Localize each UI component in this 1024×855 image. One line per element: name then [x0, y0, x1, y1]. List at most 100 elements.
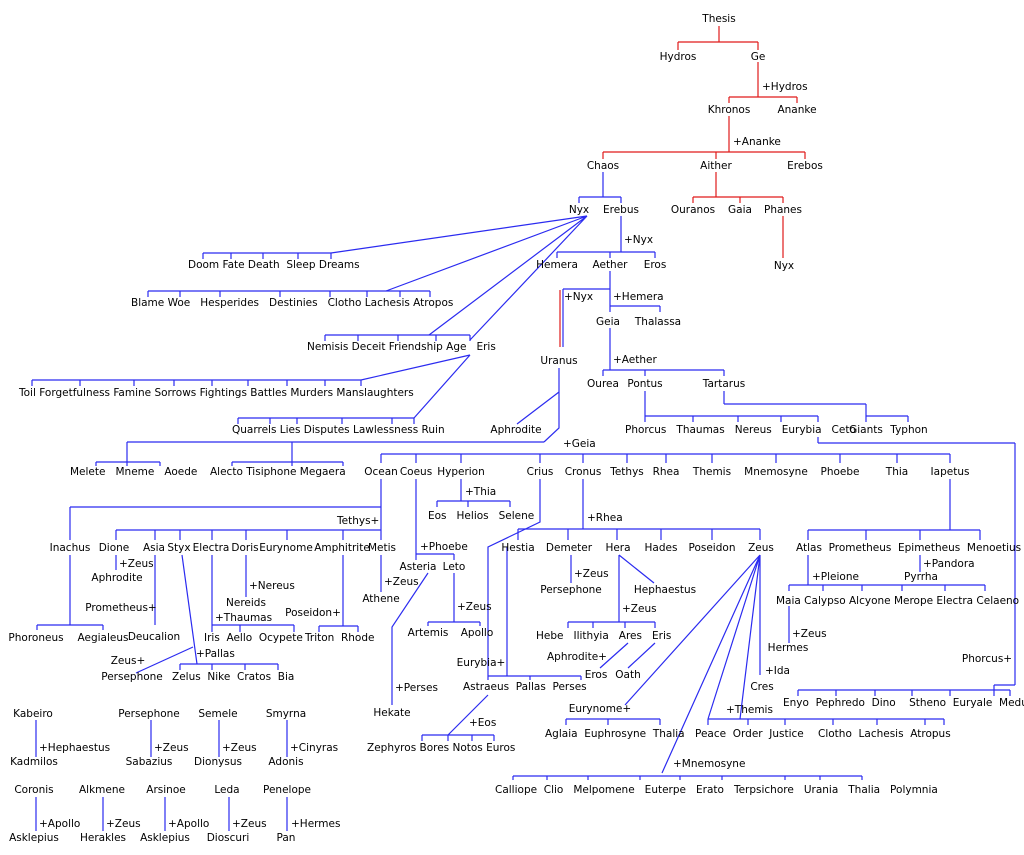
group-triton: Triton Rhode: [304, 632, 374, 644]
union-nyx-2: +Nyx: [564, 291, 593, 303]
union-eurynome: Eurynome+: [569, 703, 631, 715]
node-ge: Ge: [751, 51, 766, 63]
node-oath: Oath: [615, 669, 640, 681]
group-doom: Doom Fate Death Sleep Dreams: [188, 259, 360, 271]
node-ananke: Ananke: [777, 104, 816, 116]
group-toil: Toil Forgetfulness Famine Sorrows Fighti…: [18, 387, 414, 399]
group-pontus-children: Phorcus Thaumas Nereus Eurybia Ceto: [625, 424, 856, 436]
node-mnemosyne: Mnemosyne: [744, 466, 808, 478]
group-quarrels: Quarrels Lies Disputes Lawlessness Ruin: [232, 424, 445, 436]
node-inachus: Inachus: [50, 542, 91, 554]
node-metis: Metis: [368, 542, 396, 554]
union-zeus-dione: +Zeus: [119, 558, 154, 570]
group-winds: Zephyros Bores Notos Euros: [367, 742, 515, 754]
union-cinyras: +Cinyras: [290, 742, 338, 754]
node-pyrrha: Pyrrha: [904, 571, 938, 583]
group-blame: Blame Woe Hesperides Destinies Clotho La…: [131, 297, 453, 309]
node-asklepius-1: Asklepius: [9, 832, 59, 844]
union-ida: +Ida: [765, 665, 790, 677]
node-aither: Aither: [700, 160, 732, 172]
node-semele: Semele: [198, 708, 237, 720]
group-graces: Aglaia Euphrosyne Thalia: [545, 728, 685, 740]
node-persephone-2: Persephone: [540, 584, 602, 596]
node-dionysus: Dionysus: [194, 756, 242, 768]
primordial-labels: Thesis Hydros Ge +Hydros Khronos Ananke …: [587, 13, 823, 272]
union-hermes: +Hermes: [291, 818, 340, 830]
union-pallas: +Pallas: [196, 648, 235, 660]
union-zeus-demeter: +Zeus: [574, 568, 609, 580]
union-zeus-styx: Zeus+: [111, 655, 146, 667]
union-nereus: +Nereus: [249, 580, 295, 592]
group-iapetus-children: Atlas Prometheus Epimetheus Menoetius: [796, 542, 1021, 554]
node-kadmilos: Kadmilos: [10, 756, 58, 768]
node-adonis: Adonis: [268, 756, 303, 768]
node-rhea: Rhea: [653, 466, 680, 478]
union-eurybia: Eurybia+: [457, 657, 506, 669]
node-penelope: Penelope: [263, 784, 311, 796]
node-eurynome: Eurynome: [259, 542, 313, 554]
union-apollo-coronis: +Apollo: [39, 818, 80, 830]
node-thia: Thia: [885, 466, 908, 478]
union-prometheus: Prometheus+: [85, 602, 157, 614]
node-arsinoe: Arsinoe: [146, 784, 185, 796]
union-zeus-persephone: +Zeus: [154, 742, 189, 754]
node-themis: Themis: [692, 466, 731, 478]
union-hydros: +Hydros: [762, 81, 808, 93]
node-aether: Aether: [592, 259, 628, 271]
union-tethys: Tethys+: [336, 515, 379, 527]
node-cronus: Cronus: [565, 466, 602, 478]
node-leda: Leda: [214, 784, 239, 796]
node-eros: Eros: [644, 259, 667, 271]
group-hera-children: Hebe Ilithyia Ares Eris: [536, 630, 671, 642]
node-deucalion: Deucalion: [128, 631, 180, 643]
node-eros-2: Eros: [585, 669, 608, 681]
union-mnemosyne: +Mnemosyne: [673, 758, 745, 770]
node-persephone-3: Persephone: [118, 708, 180, 720]
node-tartarus: Tartarus: [702, 378, 745, 390]
group-muses: Melete Mneme Aoede: [70, 466, 197, 478]
node-poseidon: Poseidon: [689, 542, 736, 554]
node-pan: Pan: [277, 832, 296, 844]
group-nemisis: Nemisis Deceit Friendship Age Eris: [307, 341, 496, 353]
uranus-children-labels: Melete Mneme Aoede Alecto Tisiphone Mega…: [70, 466, 969, 478]
node-nyx: Nyx: [569, 204, 589, 216]
node-hades: Hades: [645, 542, 678, 554]
union-zeus-metis: +Zeus: [384, 576, 419, 588]
node-herakles: Herakles: [80, 832, 126, 844]
union-ananke: +Ananke: [733, 136, 781, 148]
node-phoroneus: Phoroneus: [8, 632, 63, 644]
node-artemis: Artemis: [408, 627, 449, 639]
group-fates: Clotho Lachesis Atropus: [818, 728, 951, 740]
group-gorgons: Enyo Pephredo Dino Stheno Euryale Medusa: [783, 697, 1024, 709]
node-phoebe: Phoebe: [821, 466, 860, 478]
node-leto: Leto: [443, 561, 466, 573]
node-hera: Hera: [605, 542, 630, 554]
lineage-connectors: [31, 172, 1016, 831]
node-iapetus: Iapetus: [931, 466, 970, 478]
union-zeus-alkmene: +Zeus: [106, 818, 141, 830]
node-aphrodite-2: Aphrodite: [91, 572, 142, 584]
union-zeus-leda: +Zeus: [232, 818, 267, 830]
node-aphrodite: Aphrodite: [490, 424, 541, 436]
node-tethys: Tethys: [609, 466, 644, 478]
node-alkmene: Alkmene: [79, 784, 125, 796]
node-apollo: Apollo: [461, 627, 494, 639]
node-aegialeus: Aegialeus: [78, 632, 129, 644]
node-thesis: Thesis: [701, 13, 735, 25]
union-hemera: +Hemera: [613, 291, 664, 303]
node-coronis: Coronis: [14, 784, 53, 796]
node-electra: Electra: [193, 542, 230, 554]
group-eos: Eos Helios Selene: [428, 510, 534, 522]
union-phorcus: Phorcus+: [962, 653, 1012, 665]
node-asklepius-2: Asklepius: [140, 832, 190, 844]
node-cres: Cres: [750, 681, 773, 693]
union-pleione: +Pleione: [812, 571, 859, 583]
primordial-connectors: [559, 26, 806, 347]
union-eos: +Eos: [469, 717, 496, 729]
node-demeter: Demeter: [546, 542, 593, 554]
union-apollo-arsinoe: +Apollo: [168, 818, 209, 830]
node-ouranos: Ouranos: [671, 204, 715, 216]
node-gaia: Gaia: [728, 204, 752, 216]
node-asteria: Asteria: [400, 561, 437, 573]
group-iris: Iris Aello Ocypete: [204, 632, 303, 644]
